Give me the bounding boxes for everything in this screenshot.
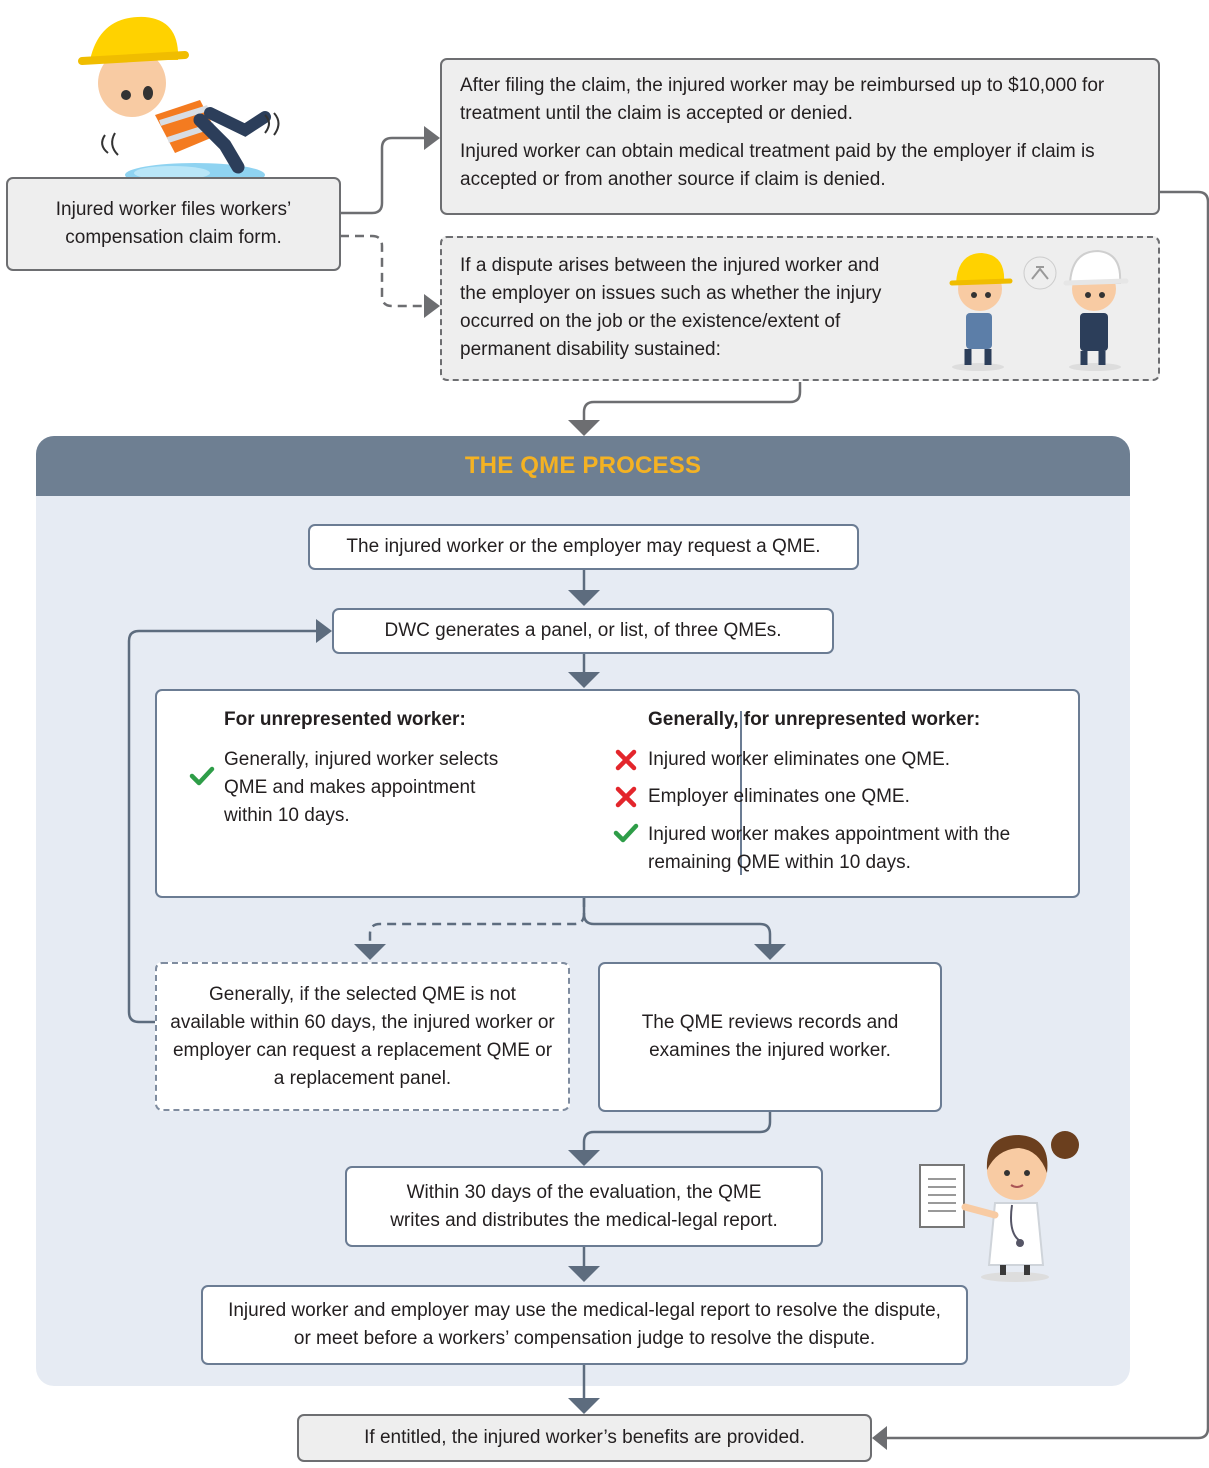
- right-item: Injured worker eliminates one QME.: [648, 749, 951, 770]
- right-item: Injured worker makes appointment with th…: [648, 824, 1011, 873]
- arrowhead-dispute: [424, 294, 440, 318]
- request-qme-box: The injured worker or the employer may r…: [308, 524, 859, 570]
- arrowhead-benefits: [872, 1426, 887, 1450]
- connector-dispute-to-qme: [582, 382, 802, 422]
- dispute-text: If a dispute arises between the injured …: [460, 255, 882, 360]
- right-heading: Generally, for unrepresented worker:: [648, 709, 981, 730]
- replacement-text: Generally, if the selected QME is not av…: [170, 983, 555, 1089]
- x-icon: [615, 749, 637, 771]
- resolve-text: Injured worker and employer may use the …: [228, 1300, 941, 1349]
- request-qme-text: The injured worker or the employer may r…: [346, 536, 821, 557]
- doctor-illustration: [919, 1131, 1079, 1282]
- connector-claim-to-reimbursement: [340, 136, 430, 215]
- check-icon: [613, 823, 639, 843]
- dwc-panel-text: DWC generates a panel, or list, of three…: [384, 620, 782, 641]
- connector-options-to-review: [582, 898, 772, 946]
- arrowhead-qme: [568, 420, 600, 436]
- reimbursement-box: After filing the claim, the injured work…: [440, 58, 1160, 215]
- review-box: The QME reviews records and examines the…: [598, 962, 942, 1112]
- review-text: The QME reviews records and examines the…: [641, 1012, 899, 1061]
- x-icon: [615, 786, 637, 808]
- options-box: For unrepresented worker: Generally, inj…: [155, 689, 1080, 898]
- check-icon: [189, 766, 215, 786]
- benefits-text: If entitled, the injured worker’s benefi…: [364, 1427, 805, 1448]
- report-text: Within 30 days of the evaluation, the QM…: [390, 1181, 778, 1231]
- claim-form-box: Injured worker files workers’ compensati…: [6, 177, 341, 271]
- connector-review-to-report: [582, 1112, 772, 1152]
- left-heading: For unrepresented worker:: [224, 709, 466, 730]
- resolve-box: Injured worker and employer may use the …: [201, 1285, 968, 1365]
- report-box: Within 30 days of the evaluation, the QM…: [345, 1166, 823, 1247]
- connector-options-to-replacement: [368, 898, 586, 946]
- arrowhead-reimbursement: [424, 126, 440, 150]
- left-text: Generally, injured worker selects QME an…: [224, 749, 499, 826]
- connector-reimbursement-to-benefits: [884, 190, 1209, 1440]
- replacement-box: Generally, if the selected QME is not av…: [155, 962, 570, 1111]
- dwc-panel-box: DWC generates a panel, or list, of three…: [332, 608, 834, 654]
- connector-claim-to-dispute: [340, 234, 430, 308]
- options-divider: [740, 711, 742, 875]
- reimbursement-text-2: Injured worker can obtain medical treatm…: [460, 141, 1095, 190]
- slipping-worker-illustration: [78, 16, 280, 187]
- connector-replacement-to-panel: [127, 629, 318, 1024]
- dispute-workers-illustration: [949, 249, 1129, 371]
- reimbursement-text-1: After filing the claim, the injured work…: [460, 75, 1105, 124]
- qme-process-title: THE QME PROCESS: [36, 436, 1130, 496]
- right-item: Employer eliminates one QME.: [648, 786, 910, 807]
- claim-form-text: Injured worker files workers’ compensati…: [55, 199, 292, 248]
- benefits-box: If entitled, the injured worker’s benefi…: [297, 1414, 872, 1462]
